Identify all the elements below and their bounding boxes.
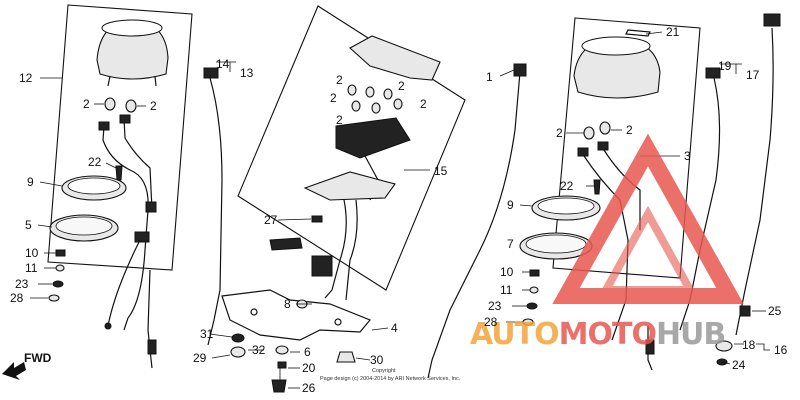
part-6 xyxy=(275,345,289,355)
callout-23-right: 23 xyxy=(488,299,502,313)
right-meter-face xyxy=(581,36,651,56)
callout-32: 32 xyxy=(252,343,266,357)
callout-2-mid-c: 2 xyxy=(330,91,337,105)
left-part-23 xyxy=(52,280,64,288)
callout-2-mid-e: 2 xyxy=(336,113,343,127)
callout-9-left: 9 xyxy=(27,175,34,189)
callout-15: 15 xyxy=(434,164,448,178)
fwd-direction-indicator: FWD xyxy=(2,351,52,380)
copyright-line: Page design (c) 2004-2014 by ARI Network… xyxy=(320,376,461,382)
right-speedo-cable xyxy=(679,77,721,331)
left-part-28 xyxy=(48,294,60,302)
callout-1: 1 xyxy=(486,70,493,84)
part-31 xyxy=(231,333,245,343)
callout-31: 31 xyxy=(200,327,214,341)
left-cable-end xyxy=(203,67,219,79)
lower-bracket-4 xyxy=(221,289,371,341)
callout-28-right: 28 xyxy=(484,315,498,329)
callout-23-left: 23 xyxy=(15,277,29,291)
part-21 xyxy=(625,29,651,37)
left-meter-face xyxy=(101,19,163,37)
callout-24: 24 xyxy=(732,358,746,372)
callout-22-right: 22 xyxy=(560,179,574,193)
callout-labels: 12 2 2 22 9 5 10 11 23 28 14 13 2 2 2 2 … xyxy=(10,25,788,395)
automotohub-watermark: AUTOMOTOHUB xyxy=(470,133,744,352)
watermark-moto: MOTO xyxy=(559,317,656,352)
callout-2-right-b: 2 xyxy=(626,123,633,137)
part-29 xyxy=(230,346,246,358)
watermark-auto: AUTO xyxy=(470,317,559,352)
callout-12: 12 xyxy=(19,71,33,85)
callout-18: 18 xyxy=(742,338,756,352)
right-meter-assembly xyxy=(519,13,781,371)
callout-6: 6 xyxy=(304,345,311,359)
callout-8: 8 xyxy=(284,297,291,311)
callout-25: 25 xyxy=(768,304,782,318)
callout-26: 26 xyxy=(302,381,316,395)
callout-2-left-a: 2 xyxy=(83,97,90,111)
callout-10-right: 10 xyxy=(500,265,514,279)
callout-16: 16 xyxy=(774,343,788,357)
callout-2-mid-a: 2 xyxy=(336,73,343,87)
callout-28-left: 28 xyxy=(10,291,24,305)
callout-30: 30 xyxy=(370,353,384,367)
part-26 xyxy=(271,379,287,393)
copyright-title: Copyright xyxy=(372,368,396,374)
fwd-label: FWD xyxy=(24,351,52,365)
left-grommet-a xyxy=(104,97,116,111)
callout-5: 5 xyxy=(25,218,32,232)
left-harness xyxy=(102,125,149,319)
leader-lines xyxy=(30,31,770,389)
left-grommet-b xyxy=(125,99,137,113)
callout-14-left: 14 xyxy=(216,57,230,71)
callout-13: 13 xyxy=(240,66,254,80)
part-20 xyxy=(277,361,287,369)
watermark-text: AUTOMOTOHUB xyxy=(470,317,725,352)
callout-17: 17 xyxy=(746,68,760,82)
callout-21: 21 xyxy=(666,25,680,39)
left-bulb-socket xyxy=(115,165,123,181)
callout-11-left: 11 xyxy=(25,261,38,275)
callout-3: 3 xyxy=(684,149,691,163)
callout-20: 20 xyxy=(302,361,316,375)
center-speedo-cable xyxy=(427,71,521,379)
callout-4: 4 xyxy=(391,321,398,335)
callout-10-left: 10 xyxy=(25,246,39,260)
callout-2-mid-b: 2 xyxy=(398,79,405,93)
meter-bracket-15 xyxy=(335,117,411,159)
callout-22-left: 22 xyxy=(88,155,102,169)
callout-2-left-b: 2 xyxy=(150,99,157,113)
harness-connector xyxy=(311,255,333,277)
callout-9-right: 9 xyxy=(507,198,514,212)
top-cover xyxy=(349,35,441,81)
callout-27: 27 xyxy=(264,213,278,227)
part-30 xyxy=(336,351,356,363)
right-tacho-cable xyxy=(735,27,774,336)
callout-19: 19 xyxy=(718,59,732,73)
left-meter-assembly xyxy=(47,4,223,369)
watermark-hub: HUB xyxy=(656,317,725,352)
left-part-11 xyxy=(55,264,65,272)
left-speedo-cable xyxy=(207,77,223,346)
lower-cover xyxy=(303,171,396,201)
left-assembly-outline xyxy=(47,4,193,271)
callout-7: 7 xyxy=(507,237,514,251)
watermark-triangle-icon xyxy=(552,133,744,304)
callout-2-right-a: 2 xyxy=(556,126,563,140)
callout-29: 29 xyxy=(193,351,207,365)
left-part-10 xyxy=(55,249,66,257)
callout-2-mid-d: 2 xyxy=(420,97,427,111)
middle-bracket-assembly xyxy=(221,5,527,393)
callout-11-right: 11 xyxy=(500,283,513,297)
fwd-arrow-icon xyxy=(2,362,26,380)
